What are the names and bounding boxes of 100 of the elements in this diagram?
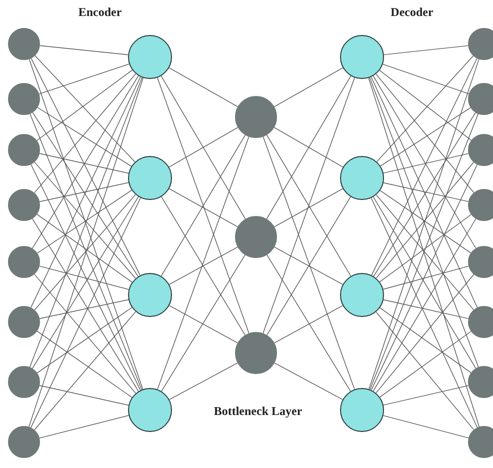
connection-line (168, 246, 238, 285)
connection-line (384, 45, 468, 56)
connection-line (28, 78, 144, 428)
connection-line (372, 196, 476, 369)
neuron-circle (128, 273, 172, 317)
connection-line (169, 362, 238, 400)
connection-line (34, 274, 136, 394)
neuron-circle (128, 156, 172, 200)
neuron-circle (8, 28, 40, 60)
connection-line (39, 182, 129, 202)
connection-line (372, 76, 476, 249)
connection-line (32, 196, 139, 369)
connection-line (40, 45, 128, 56)
connection-line (36, 214, 132, 283)
connection-line (274, 127, 344, 168)
neuron-circle (468, 426, 493, 458)
neuron-circle (128, 388, 172, 432)
neuron-circle (468, 83, 493, 115)
neuron-circle (8, 366, 40, 398)
connection-line (36, 330, 132, 398)
connection-line (266, 76, 352, 220)
connection-line (30, 58, 140, 276)
connection-line (39, 385, 129, 406)
connection-line (30, 198, 141, 428)
connection-line (380, 331, 472, 398)
connection-line (382, 64, 470, 94)
neuron-circle (8, 134, 40, 166)
connection-line (37, 107, 132, 167)
connection-line (262, 136, 355, 390)
connection-line (380, 107, 471, 166)
connection-line (34, 73, 136, 194)
layer-label: Encoder (78, 5, 122, 20)
neuron-circle (8, 189, 40, 221)
connection-line (39, 415, 130, 438)
connection-line (370, 76, 478, 308)
connection-line (274, 305, 344, 344)
neuron-circle (468, 134, 493, 166)
connection-line (371, 58, 478, 276)
connection-line (383, 182, 469, 202)
connection-line (266, 254, 351, 392)
neuron-circle (235, 216, 277, 258)
connection-line (266, 134, 352, 276)
neuron-circle (468, 28, 493, 60)
connection-line (368, 78, 480, 428)
connection-line (39, 153, 129, 174)
neuron-circle (340, 388, 384, 432)
layer-label: Decoder (390, 5, 434, 20)
neuron-circle (235, 332, 277, 374)
connection-line (36, 70, 133, 141)
connection-line (30, 113, 142, 390)
connection-line (373, 112, 476, 277)
neuron-circle (8, 426, 40, 458)
neuron-circle (128, 35, 172, 79)
connection-line (32, 75, 139, 249)
connection-line (274, 188, 344, 228)
neuron-circle (468, 306, 493, 338)
connection-line (168, 67, 238, 107)
connection-line (370, 198, 478, 428)
connection-line (32, 112, 138, 277)
connection-line (38, 64, 130, 94)
neuron-circle (8, 83, 40, 115)
neuron-circle (8, 306, 40, 338)
layer-label: Bottleneck Layer (214, 404, 302, 419)
connection-line (383, 153, 469, 174)
connection-line (382, 415, 469, 438)
connection-line (371, 164, 478, 390)
connection-line (39, 299, 129, 319)
connection-line (379, 214, 472, 282)
connection-line (370, 114, 478, 390)
connection-line (168, 127, 238, 168)
connection-line (380, 307, 472, 374)
connection-line (161, 254, 246, 392)
connection-line (30, 164, 141, 391)
connection-line (376, 74, 474, 193)
connection-line (266, 196, 351, 336)
connection-line (376, 162, 474, 279)
neuron-circle (340, 35, 384, 79)
connection-line (274, 246, 344, 285)
connection-line (262, 77, 355, 334)
connection-line (39, 266, 130, 290)
connection-line (382, 266, 469, 290)
neuron-circle (468, 366, 493, 398)
connection-line (380, 190, 472, 254)
neuron-circle (340, 273, 384, 317)
connection-line (274, 362, 343, 400)
neuron-circle (468, 246, 493, 278)
neuron-circle (8, 246, 40, 278)
connection-line (36, 190, 132, 254)
connection-line (34, 194, 136, 310)
connection-line (376, 55, 474, 162)
connection-line (36, 307, 132, 374)
connection-line (161, 196, 246, 336)
connection-line (383, 385, 469, 406)
connection-line (376, 194, 474, 310)
neuron-circle (340, 156, 384, 200)
connection-line (274, 67, 344, 107)
connection-line (160, 76, 246, 220)
connection-line (32, 218, 139, 392)
connection-line (168, 188, 238, 228)
connection-line (157, 136, 250, 390)
